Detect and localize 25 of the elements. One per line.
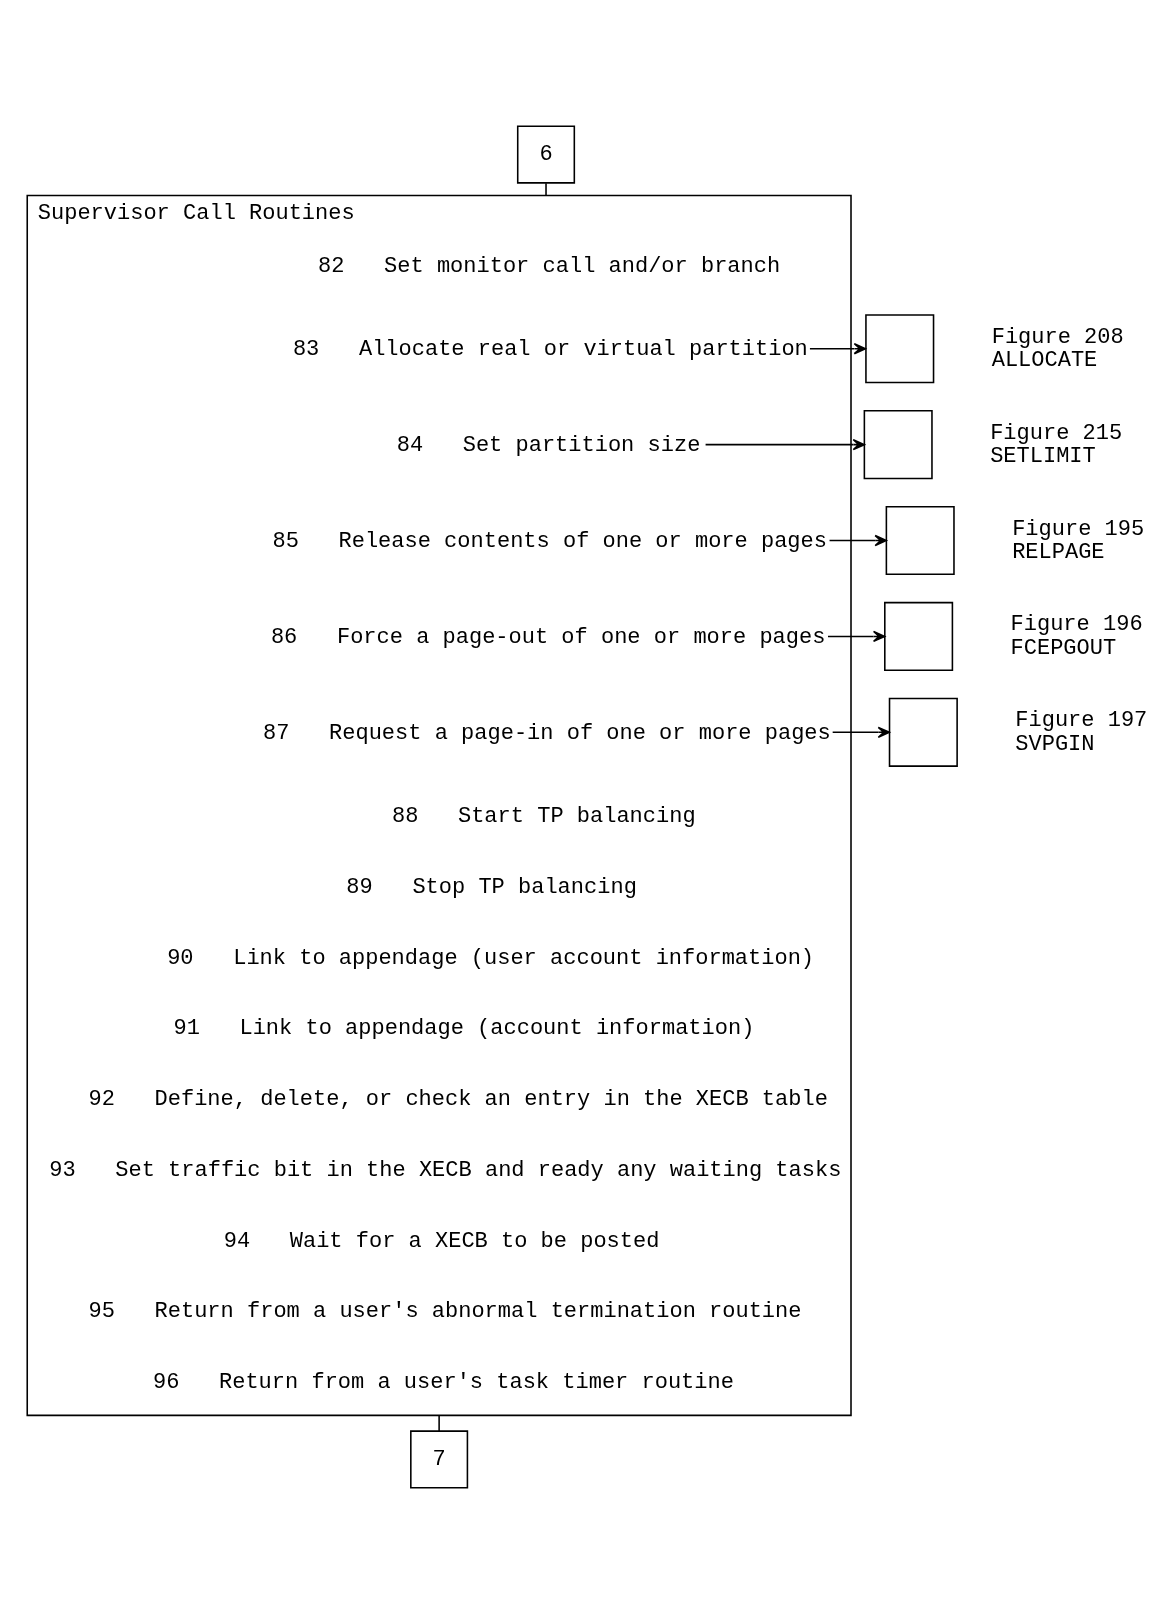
node-text: 89 Stop TP balancing: [346, 874, 637, 900]
node-text: 90 Link to appendage (user account information): [167, 945, 815, 971]
node-text: 87 Request a page-in of one or more pages: [263, 720, 831, 746]
node-label: Figure 195: [1012, 516, 1145, 542]
node-label: RELPAGE: [1012, 539, 1105, 565]
node-text: 96 Return from a user's task timer routine: [153, 1369, 734, 1395]
node-label: SVPGIN: [1015, 731, 1095, 757]
node-label: Figure 197: [1015, 707, 1148, 733]
node-label: Figure 208: [991, 324, 1124, 350]
node-label: FCEPGOUT: [1010, 635, 1117, 661]
node-label: ALLOCATE: [991, 347, 1098, 373]
node-text: 83 Allocate real or virtual partition: [292, 336, 808, 362]
node-text: 94 Wait for a XECB to be posted: [223, 1228, 660, 1254]
node-label: Figure 215: [990, 420, 1123, 446]
node-text: 95 Return from a user's abnormal termination routine: [88, 1298, 802, 1324]
node-label: SETLIMIT: [990, 443, 1096, 469]
node-text: 82 Set monitor call and/or branch: [318, 253, 781, 279]
node-text: 84 Set partition size: [396, 432, 701, 458]
node-text: 88 Start TP balancing: [391, 803, 696, 829]
node-text: 92 Define, delete, or check an entry in the XECB table: [88, 1086, 828, 1112]
node-label: Figure 196: [1010, 611, 1143, 637]
node-text: 93 Set traffic bit in the XECB and ready any waiting tasks: [49, 1157, 842, 1183]
node-text: 91 Link to appendage (account information): [173, 1015, 755, 1041]
node-text: 85 Release contents of one or more pages: [272, 528, 827, 554]
node-text: 86 Force a page-out of one or more pages: [270, 624, 826, 650]
